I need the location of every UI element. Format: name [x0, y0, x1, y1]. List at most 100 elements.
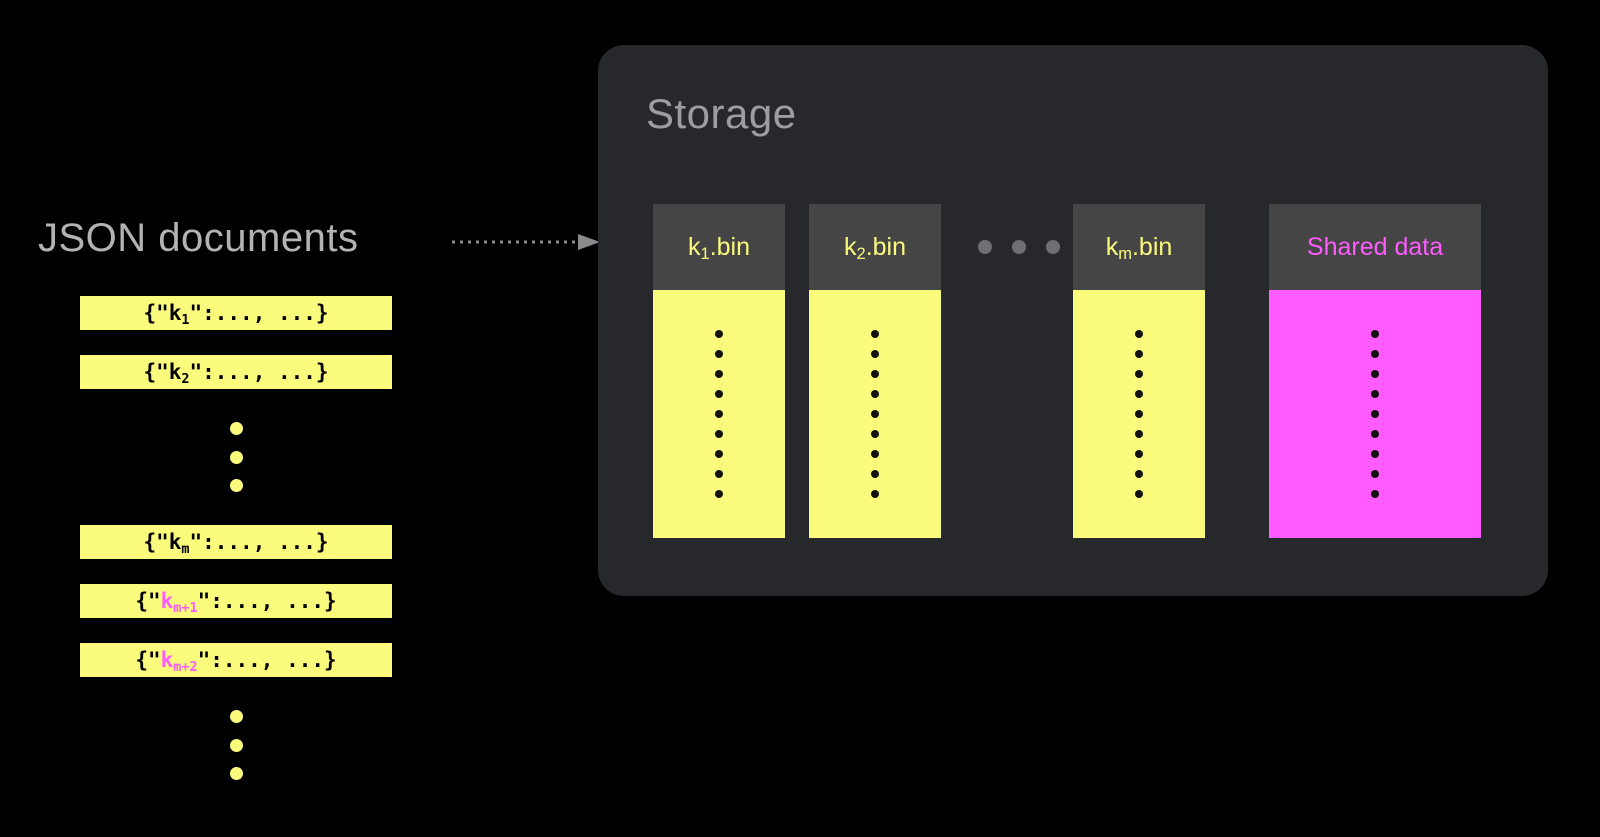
json-document-row: {"km+2":..., ...}: [80, 643, 392, 677]
doc-suffix: ":..., ...}: [197, 648, 337, 672]
ellipsis-dot: [229, 450, 243, 464]
ellipsis-dot: [1046, 240, 1060, 254]
bin-name-subscript: m: [1118, 245, 1132, 264]
ellipsis-dot: [229, 710, 243, 723]
bins-ellipsis: [965, 204, 1073, 290]
record-dot: [1135, 410, 1143, 418]
ellipsis-dot: [229, 738, 243, 752]
bin-extension: .bin: [1131, 232, 1173, 261]
json-documents-title: JSON documents: [38, 216, 359, 260]
record-dot: [1371, 430, 1379, 438]
record-dot: [871, 450, 879, 458]
record-dot: [1371, 350, 1379, 358]
record-dot: [1135, 450, 1143, 458]
ellipsis-dot: [229, 422, 243, 435]
record-dot: [871, 410, 879, 418]
record-dot: [1135, 390, 1143, 398]
doc-key: km+1: [160, 589, 198, 616]
record-dot: [1135, 430, 1143, 438]
record-dot: [1371, 490, 1379, 498]
doc-suffix: ":..., ...}: [189, 360, 329, 384]
bin-name-subscript: 2: [856, 245, 866, 264]
record-dot: [871, 390, 879, 398]
doc-suffix: ":..., ...}: [189, 530, 329, 554]
json-document-row: {"km+1":..., ...}: [80, 584, 392, 618]
record-dot: [715, 390, 723, 398]
doc-prefix: {": [143, 301, 169, 325]
ellipsis-dot: [229, 767, 243, 780]
record-dot: [1135, 470, 1143, 478]
bin-name: km: [1105, 232, 1132, 264]
record-dot: [871, 350, 879, 358]
flow-arrow: [452, 232, 602, 252]
record-dot: [1371, 410, 1379, 418]
record-dot: [715, 330, 723, 338]
json-document-row: {"km":..., ...}: [80, 525, 392, 559]
storage-bin-header: km.bin: [1073, 204, 1205, 290]
json-document-row: {"k1":..., ...}: [80, 296, 392, 330]
documents-ellipsis-bottom: [80, 702, 392, 788]
record-dot: [871, 490, 879, 498]
storage-bin-column[interactable]: k1.bin: [653, 204, 785, 538]
doc-key: k1: [168, 301, 190, 328]
documents-ellipsis-middle: [80, 414, 392, 500]
record-dot: [1135, 330, 1143, 338]
ellipsis-dot: [1012, 240, 1026, 254]
record-dot: [715, 470, 723, 478]
record-dot: [871, 470, 879, 478]
shared-data-body: [1269, 290, 1481, 538]
storage-bin-column[interactable]: km.bin: [1073, 204, 1205, 538]
doc-key-subscript: m: [181, 541, 190, 557]
storage-title: Storage: [646, 90, 797, 137]
record-dot: [715, 350, 723, 358]
storage-bin-body: [1073, 290, 1205, 538]
record-dot: [1135, 490, 1143, 498]
shared-data-column[interactable]: Shared data: [1269, 204, 1481, 538]
record-dot: [1371, 470, 1379, 478]
doc-prefix: {": [135, 648, 161, 672]
bin-extension: .bin: [709, 232, 750, 261]
shared-data-header: Shared data: [1269, 204, 1481, 290]
bin-name: k1: [688, 232, 710, 264]
json-documents-list: {"k1":..., ...}{"k2":..., ...}{"km":...,…: [80, 296, 392, 813]
record-dot: [871, 370, 879, 378]
doc-prefix: {": [135, 589, 161, 613]
storage-bin-body: [809, 290, 941, 538]
record-dot: [1371, 450, 1379, 458]
record-dot: [715, 430, 723, 438]
doc-key-subscript: m+1: [173, 600, 198, 616]
record-dot: [1135, 350, 1143, 358]
doc-key-subscript: m+2: [173, 659, 198, 675]
bin-name-subscript: 1: [700, 245, 710, 264]
ellipsis-dot: [978, 240, 992, 254]
storage-bin-header: k1.bin: [653, 204, 785, 290]
doc-suffix: ":..., ...}: [197, 589, 337, 613]
record-dot: [1371, 330, 1379, 338]
record-dot: [715, 410, 723, 418]
record-dot: [715, 450, 723, 458]
storage-bin-column[interactable]: k2.bin: [809, 204, 941, 538]
record-dot: [715, 370, 723, 378]
storage-bin-header: k2.bin: [809, 204, 941, 290]
doc-key: k2: [168, 360, 190, 387]
doc-suffix: ":..., ...}: [189, 301, 329, 325]
record-dot: [715, 490, 723, 498]
doc-key: km: [168, 530, 190, 557]
record-dot: [871, 330, 879, 338]
storage-bin-body: [653, 290, 785, 538]
doc-key-subscript: 2: [181, 371, 190, 387]
doc-prefix: {": [143, 360, 169, 384]
doc-prefix: {": [143, 530, 169, 554]
bin-name: k2: [844, 232, 866, 264]
record-dot: [871, 430, 879, 438]
doc-key: km+2: [160, 648, 198, 675]
record-dot: [1135, 370, 1143, 378]
bin-extension: .bin: [865, 232, 906, 261]
json-document-row: {"k2":..., ...}: [80, 355, 392, 389]
doc-key-subscript: 1: [181, 312, 190, 328]
record-dot: [1371, 390, 1379, 398]
record-dot: [1371, 370, 1379, 378]
